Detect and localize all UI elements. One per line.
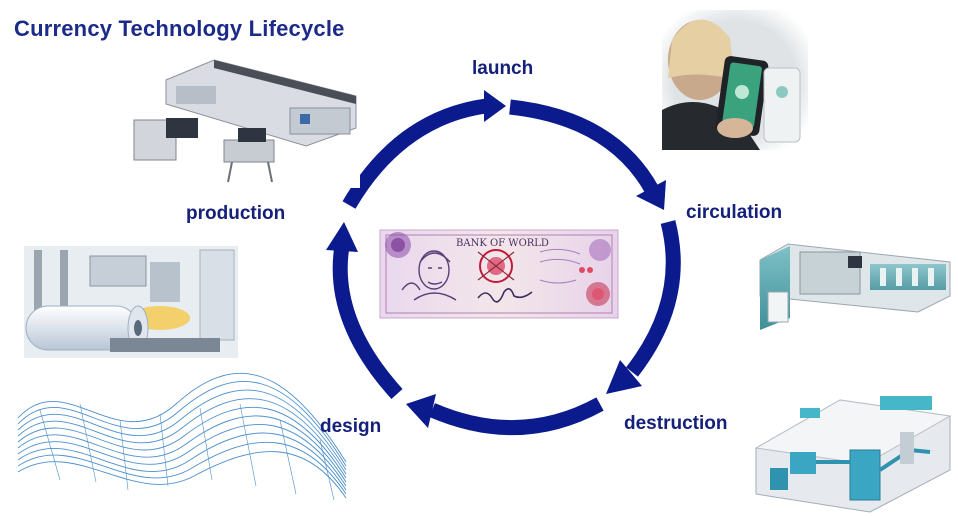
stage-label-design: design — [320, 416, 382, 437]
stage-label-production: production — [186, 203, 286, 224]
destruction-plant-photo — [750, 384, 954, 514]
arrow-production-to-launch — [342, 90, 506, 209]
smartphone-payment-photo — [662, 10, 808, 150]
printing-press-photo — [120, 58, 360, 188]
security-wave-pattern — [17, 372, 347, 501]
stage-label-circulation: circulation — [686, 202, 783, 223]
banknote-image: BANK OF WORLD — [379, 229, 619, 319]
paper-roll-mill-photo — [24, 246, 238, 358]
stage-label-launch: launch — [472, 58, 534, 79]
banknote-header-text: BANK OF WORLD — [456, 238, 549, 249]
arrow-circulation-to-destruction — [606, 220, 681, 394]
cycle-arrows — [326, 90, 681, 436]
arrow-design-to-production — [326, 222, 403, 400]
banknote-processing-machine-photo — [746, 240, 952, 334]
stage-label-destruction: destruction — [624, 413, 728, 434]
arrow-launch-to-circulation — [509, 99, 666, 210]
arrow-destruction-to-design — [406, 394, 604, 436]
page-title: Currency Technology Lifecycle — [14, 16, 345, 41]
